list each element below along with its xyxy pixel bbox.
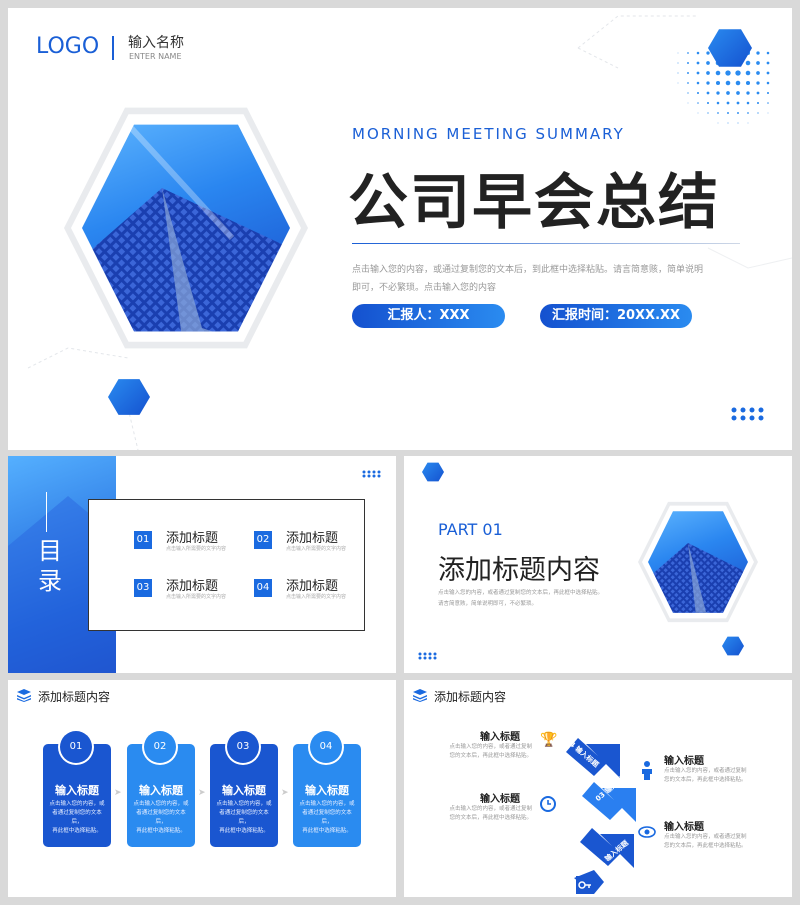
block-title-tr: 输入标题 (664, 756, 704, 767)
dots-decoration (362, 470, 381, 478)
hexagon-decoration (422, 462, 444, 482)
process-slide: 添加标题内容 01 输入标题 点击输入您的内容，或者通过复制您的文本后，再此框中… (8, 680, 396, 897)
logo-divider (112, 36, 114, 60)
block-title-bl: 输入标题 (480, 794, 520, 805)
toc-sub-01: 点击输入所需要的文字内容 (166, 546, 227, 552)
brand-sub: ENTER NAME (129, 52, 182, 61)
section-desc-1: 点击输入您的内容，或者通过复制您的文本后，再此框中选择粘贴。 (438, 590, 604, 596)
step-card-02: 02 输入标题 点击输入您的内容，或者通过复制您的文本后，再此框中选择粘贴。 (127, 731, 195, 847)
step-title: 输入标题 (222, 784, 266, 797)
subtitle-en: MORNING MEETING SUMMARY (352, 125, 625, 143)
key-icon (576, 876, 594, 894)
main-title: 公司早会总结 (348, 168, 720, 238)
arrow-right-icon: ➤ (198, 788, 206, 798)
trophy-icon: 🏆 (540, 732, 558, 748)
toc-slide: 目录 01 添加标题 点击输入所需要的文字内容 02 添加标题 点击输入所需要的… (8, 456, 396, 673)
section-slide: PART 01 添加标题内容 点击输入您的内容，或者通过复制您的文本后，再此框中… (404, 456, 792, 673)
logo-text: LOGO (36, 34, 100, 59)
step-title: 输入标题 (55, 784, 99, 797)
dots-decoration (418, 652, 437, 660)
block-title-br: 输入标题 (664, 822, 704, 833)
section-desc-2: 请言简意赅，简单说明即可，不必繁琐。 (438, 601, 538, 607)
toc-num-01: 01 (134, 531, 152, 549)
reporter-pill: 汇报人：XXX (352, 304, 505, 328)
toc-num-03: 03 (134, 579, 152, 597)
section-title: 添加标题内容 (438, 555, 600, 586)
cover-slide: LOGO 输入名称 ENTER NAME MORNING MEETING SUM… (8, 8, 792, 450)
part-label: PART 01 (438, 520, 503, 539)
person-icon (642, 761, 652, 780)
toc-num-04: 04 (254, 579, 272, 597)
toc-sub-03: 点击输入所需要的文字内容 (166, 594, 227, 600)
step-card-04: 04 输入标题 点击输入您的内容，或者通过复制您的文本后，再此框中选择粘贴。 (293, 731, 361, 847)
toc-sub-04: 点击输入所需要的文字内容 (286, 594, 347, 600)
report-time-pill: 汇报时间：20XX.XX (540, 304, 692, 328)
step-card-01: 01 输入标题 点击输入您的内容，或者通过复制您的文本后，再此框中选择粘贴。 (43, 731, 111, 847)
step-num: 04 (310, 731, 342, 763)
brand-name: 输入名称 (128, 35, 184, 51)
building-image (648, 511, 748, 613)
toc-sub-02: 点击输入所需要的文字内容 (286, 546, 347, 552)
toc-title-02[interactable]: 添加标题 (286, 531, 339, 546)
dots-decoration (731, 407, 764, 421)
description-line1: 点击输入您的内容，或通过复制您的文本后，到此框中选择粘贴。请言简意赅，简单说明 (352, 265, 704, 275)
title-divider (352, 243, 740, 244)
block-title-tl: 输入标题 (480, 732, 520, 743)
decorative-lines (27, 15, 792, 450)
step-title: 输入标题 (139, 784, 183, 797)
step-title: 输入标题 (305, 784, 349, 797)
toc-heading: 目录 (38, 537, 62, 595)
layers-icon (17, 689, 31, 702)
eye-icon (638, 826, 656, 838)
toc-title-04[interactable]: 添加标题 (286, 579, 339, 594)
toc-box (88, 499, 365, 631)
toc-title-01[interactable]: 添加标题 (166, 531, 219, 546)
step-num: 03 (227, 731, 259, 763)
step-num: 01 (60, 731, 92, 763)
toc-title-03[interactable]: 添加标题 (166, 579, 219, 594)
staircase-slide: 添加标题内容 01 输入标题 02 输入标题 03 输入标题 04 输入标题 🏆… (404, 680, 792, 897)
slide-header: 添加标题内容 (38, 690, 111, 704)
slide-header: 添加标题内容 (434, 690, 507, 704)
building-image (82, 124, 290, 332)
step-card-03: 03 输入标题 点击输入您的内容，或者通过复制您的文本后，再此框中选择粘贴。 (210, 731, 278, 847)
toc-num-02: 02 (254, 531, 272, 549)
arrow-right-icon: ➤ (281, 788, 289, 798)
arrow-right-icon: ➤ (114, 788, 122, 798)
description-line2: 即可，不必繁琐。点击输入您的内容 (352, 283, 497, 293)
hexagon-decoration-small (722, 636, 744, 656)
step-num: 02 (144, 731, 176, 763)
clock-icon (540, 796, 556, 812)
layers-icon (413, 689, 427, 702)
